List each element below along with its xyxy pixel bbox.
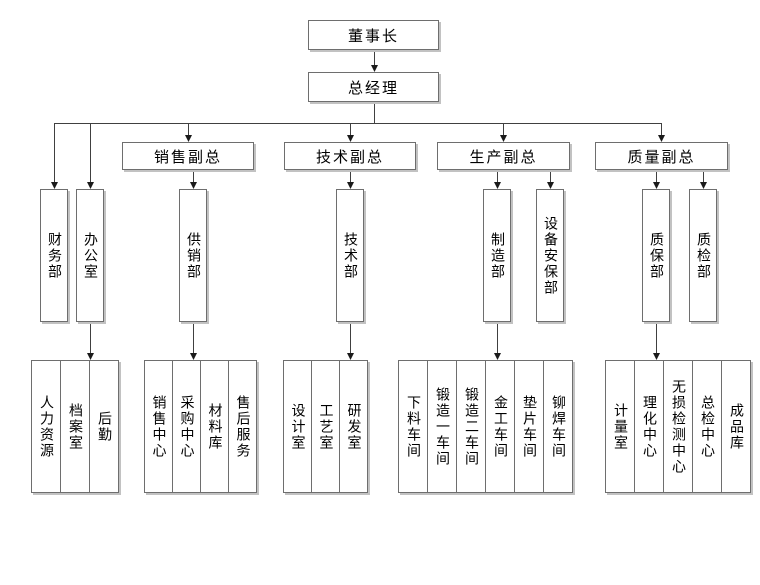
box-general-manager: 总经理 xyxy=(308,72,439,102)
unit-sales-center: 销售中心 xyxy=(144,360,173,493)
box-chairman: 董事长 xyxy=(308,20,439,50)
box-vp-production: 生产副总 xyxy=(437,142,570,170)
box-dept-quality-inspection: 质检部 xyxy=(689,189,717,322)
unit-cutting-workshop: 下料车间 xyxy=(398,360,428,493)
box-vp-technology: 技术副总 xyxy=(284,142,416,170)
box-dept-manufacturing: 制造部 xyxy=(483,189,511,322)
unit-group-office: 人力资源 档案室 后勤 xyxy=(31,360,119,493)
box-dept-finance: 财务部 xyxy=(40,189,68,322)
unit-purchasing-center: 采购中心 xyxy=(172,360,201,493)
box-dept-quality-assurance: 质保部 xyxy=(642,189,670,322)
unit-physicochemical-center: 理化中心 xyxy=(634,360,664,493)
unit-gasket-workshop: 垫片车间 xyxy=(514,360,544,493)
unit-ndt-center: 无损检测中心 xyxy=(663,360,693,493)
unit-after-sales-service: 售后服务 xyxy=(228,360,257,493)
unit-archives-room: 档案室 xyxy=(60,360,90,493)
box-vp-quality: 质量副总 xyxy=(595,142,728,170)
unit-group-manufacturing: 下料车间 锻造一车间 锻造二车间 金工车间 垫片车间 铆焊车间 xyxy=(398,360,573,493)
unit-riveting-welding-workshop: 铆焊车间 xyxy=(543,360,573,493)
unit-forging-workshop-2: 锻造二车间 xyxy=(456,360,486,493)
unit-group-supply-sales: 销售中心 采购中心 材料库 售后服务 xyxy=(144,360,257,493)
unit-process-office: 工艺室 xyxy=(311,360,340,493)
unit-design-office: 设计室 xyxy=(283,360,312,493)
box-dept-technology: 技术部 xyxy=(336,189,364,322)
unit-human-resources: 人力资源 xyxy=(31,360,61,493)
unit-group-technology: 设计室 工艺室 研发室 xyxy=(283,360,368,493)
unit-finished-goods-warehouse: 成品库 xyxy=(721,360,751,493)
box-dept-equipment-security: 设备安保部 xyxy=(536,189,564,322)
unit-materials-warehouse: 材料库 xyxy=(200,360,229,493)
unit-metrology-room: 计量室 xyxy=(605,360,635,493)
box-dept-supply-sales: 供销部 xyxy=(179,189,207,322)
box-vp-sales: 销售副总 xyxy=(122,142,254,170)
unit-group-quality: 计量室 理化中心 无损检测中心 总检中心 成品库 xyxy=(605,360,751,493)
arrowhead-group xyxy=(51,65,707,360)
unit-metalworking-workshop: 金工车间 xyxy=(485,360,515,493)
unit-logistics: 后勤 xyxy=(89,360,119,493)
unit-final-inspection-center: 总检中心 xyxy=(692,360,722,493)
unit-forging-workshop-1: 锻造一车间 xyxy=(427,360,457,493)
unit-rd-office: 研发室 xyxy=(339,360,368,493)
box-dept-office: 办公室 xyxy=(76,189,104,322)
